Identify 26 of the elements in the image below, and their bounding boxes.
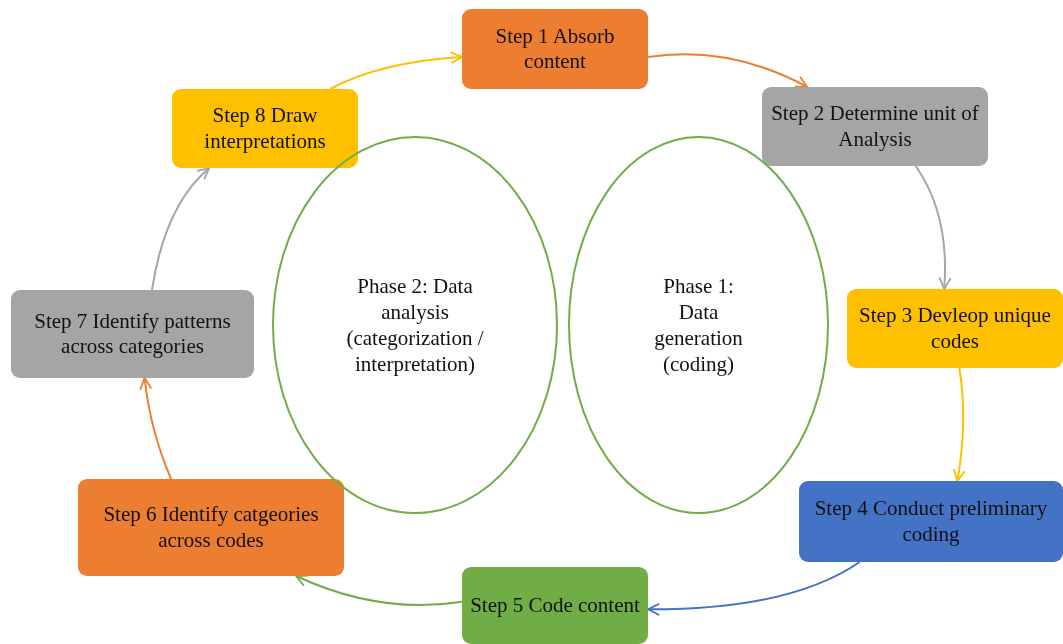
arrow [952,367,966,482]
phase-label: Phase 2: Data analysis (categorization / interpretation) [345,272,485,378]
arrow [647,561,861,616]
step-label: Step 1 Absorb content [494,23,616,75]
phase-label: Phase 1: Data generation (coding) [653,272,744,378]
step-box [172,89,358,168]
arrow [647,53,809,88]
step-box [847,289,1063,368]
step-label: Step 2 Determine unit of Analysis [770,101,980,152]
arrow [150,167,211,291]
arrow [914,165,952,290]
arrow [295,574,463,607]
step-label: Step 7 Identify patterns across categories [33,308,232,360]
step-box [11,290,254,378]
step-label: Step 5 Code content [470,592,640,619]
step-box [762,87,988,166]
step-label: Step 4 Conduct preliminary coding [813,496,1049,547]
step-box [462,9,648,89]
step-label: Step 8 Draw interpretations [203,103,327,154]
step-box [799,481,1063,562]
arrow [139,377,173,480]
step-box [78,479,344,576]
arrow [329,51,463,90]
step-label: Step 3 Devleop unique codes [858,303,1052,354]
step-label: Step 6 Identify catgeories across codes [102,502,320,553]
step-box [462,567,648,644]
